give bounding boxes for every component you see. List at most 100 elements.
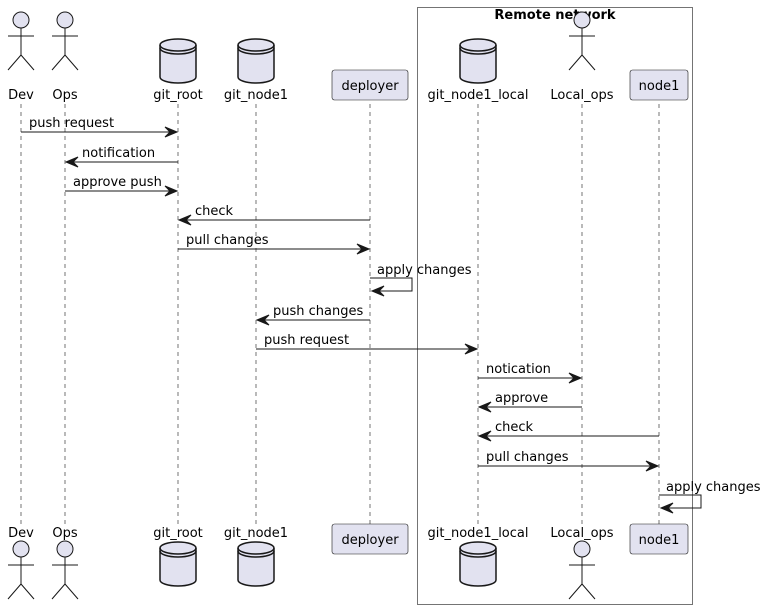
participant-local_ops-bottom: Local_ops — [550, 526, 614, 600]
arrow-head — [164, 126, 179, 138]
message-label: check — [195, 204, 234, 219]
message-label: check — [495, 420, 534, 435]
arrow-head — [356, 243, 371, 255]
group-frame — [417, 7, 693, 605]
participant-git_root-top: git_root — [153, 38, 203, 103]
arrow-head — [370, 285, 385, 297]
message-label: push request — [264, 333, 349, 348]
message-3: approve push — [65, 175, 179, 197]
database-rim — [237, 547, 275, 558]
arrow-head — [477, 430, 492, 442]
deployer-label: deployer — [341, 533, 399, 548]
git_node1_local-label: git_node1_local — [428, 88, 529, 103]
arrow-head — [164, 185, 179, 197]
actor-head — [56, 540, 74, 558]
participant-ops-top: Ops — [51, 11, 79, 103]
message-label: pull changes — [486, 450, 569, 465]
message-4: check — [177, 204, 370, 226]
deployer-box — [331, 523, 409, 555]
actor-body — [568, 28, 596, 71]
dev-label: Dev — [8, 88, 34, 103]
actor-head — [12, 540, 30, 558]
actor-head — [573, 540, 591, 558]
actor-head — [573, 11, 591, 29]
actor-body — [51, 557, 79, 600]
message-label: approve — [495, 391, 548, 406]
database-cylinder — [159, 541, 197, 587]
participant-local_ops-top: Local_ops — [550, 11, 614, 103]
node1-label: node1 — [639, 79, 680, 94]
participant-git_root-bottom: git_root — [153, 526, 203, 587]
message-1: push request — [21, 116, 179, 138]
arrow-head — [659, 502, 674, 514]
message-2: notification — [64, 146, 178, 168]
message-label: push changes — [273, 304, 363, 319]
actor-body — [7, 28, 35, 71]
message-9: notication — [478, 362, 583, 384]
database-cylinder — [237, 541, 275, 587]
database-cylinder — [237, 38, 275, 84]
message-13: apply changes — [659, 480, 761, 514]
participant-dev-top: Dev — [7, 11, 35, 103]
message-label: notication — [486, 362, 551, 377]
message-label: apply changes — [666, 480, 761, 495]
local_ops-label: Local_ops — [550, 526, 613, 541]
message-label: apply changes — [377, 263, 472, 278]
message-8: push request — [256, 333, 479, 355]
git_root-label: git_root — [153, 526, 203, 541]
arrow-head — [568, 372, 583, 384]
node1-box — [629, 523, 689, 555]
participant-dev-bottom: Dev — [7, 526, 35, 600]
message-11: check — [477, 420, 659, 442]
deployer-box — [331, 69, 409, 101]
actor-body — [7, 557, 35, 600]
arrow-head — [255, 314, 270, 326]
database-rim — [459, 44, 497, 55]
node1-box — [629, 69, 689, 101]
message-7: push changes — [255, 304, 370, 326]
message-label: push request — [29, 116, 114, 131]
database-cylinder — [159, 38, 197, 84]
message-label: approve push — [73, 175, 162, 190]
database-rim — [459, 547, 497, 558]
database-rim — [159, 44, 197, 55]
message-10: approve — [477, 391, 582, 413]
participant-git_node1_local-bottom: git_node1_local — [428, 526, 529, 587]
group-title: Remote network — [494, 8, 615, 23]
participant-git_node1-bottom: git_node1 — [224, 526, 288, 587]
actor-head — [12, 11, 30, 29]
deployer-label: deployer — [341, 79, 399, 94]
participant-node1-top: node1 — [629, 69, 689, 101]
actor-head — [56, 11, 74, 29]
git_root-label: git_root — [153, 88, 203, 103]
arrow-head — [477, 401, 492, 413]
message-6: apply changes — [370, 263, 472, 297]
message-label: notification — [82, 146, 155, 161]
arrow-head — [645, 460, 660, 472]
participant-git_node1_local-top: git_node1_local — [428, 38, 529, 103]
database-rim — [237, 44, 275, 55]
self-arrow — [659, 494, 702, 509]
git_node1_local-label: git_node1_local — [428, 526, 529, 541]
git_node1-label: git_node1 — [224, 526, 288, 541]
arrow-head — [464, 343, 479, 355]
message-label: pull changes — [186, 233, 269, 248]
participant-git_node1-top: git_node1 — [224, 38, 288, 103]
self-arrow — [370, 277, 413, 292]
actor-body — [51, 28, 79, 71]
message-5: pull changes — [178, 233, 371, 255]
database-cylinder — [459, 541, 497, 587]
participant-ops-bottom: Ops — [51, 526, 79, 600]
participant-deployer-bottom: deployer — [331, 523, 409, 555]
ops-label: Ops — [52, 88, 77, 103]
participant-deployer-top: deployer — [331, 69, 409, 101]
arrow-head — [177, 214, 192, 226]
arrow-head — [64, 156, 79, 168]
local_ops-label: Local_ops — [550, 88, 613, 103]
git_node1-label: git_node1 — [224, 88, 288, 103]
message-12: pull changes — [478, 450, 660, 472]
node1-label: node1 — [639, 533, 680, 548]
actor-body — [568, 557, 596, 600]
ops-label: Ops — [52, 526, 77, 541]
